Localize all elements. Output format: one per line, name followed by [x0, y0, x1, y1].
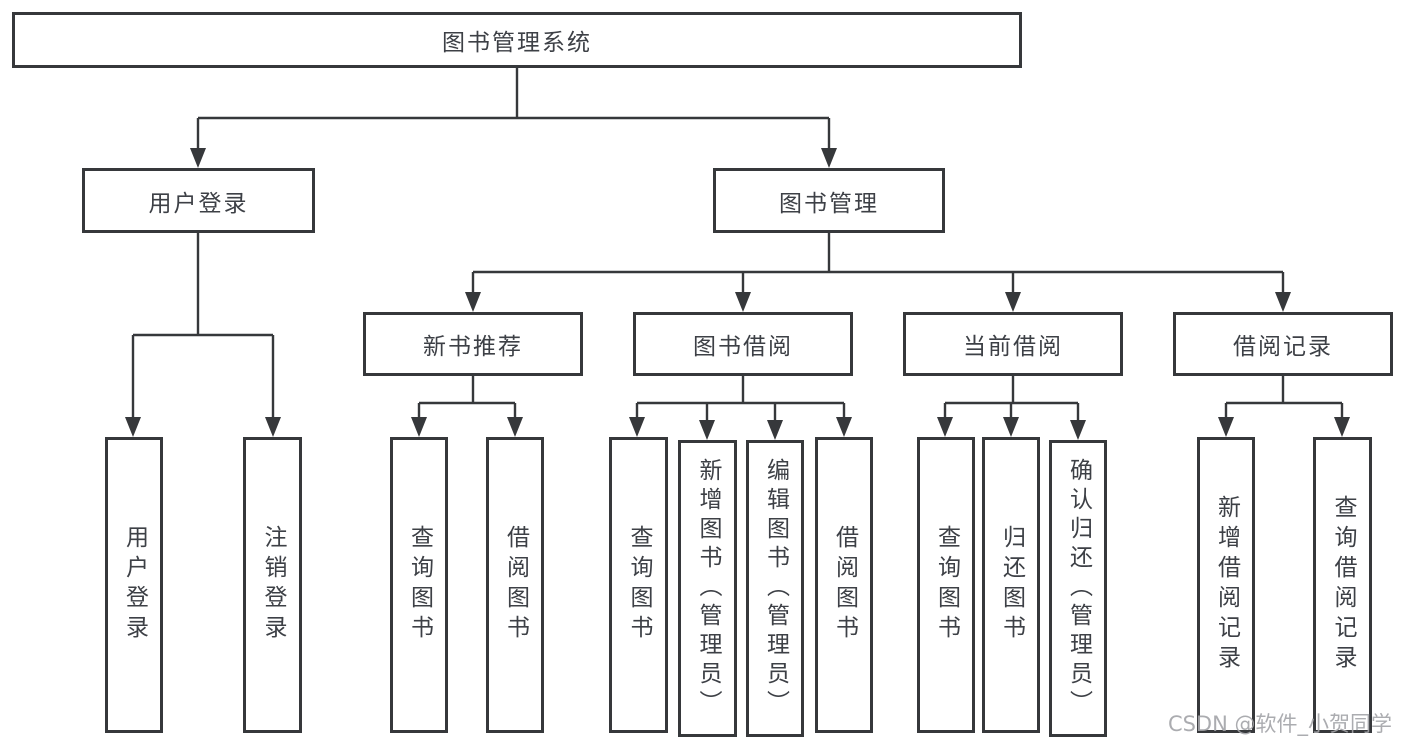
leaf-confirm-return-admin-label: 确认归还（管理员）: [1065, 458, 1092, 719]
arrow-icon: [836, 417, 852, 437]
arrow-icon: [629, 417, 645, 437]
arrow-icon: [937, 417, 953, 437]
leaf-user-login: 用户登录: [105, 437, 163, 733]
node-current-borrow-label: 当前借阅: [963, 334, 1063, 360]
connector-current-to-leaves: [943, 376, 1080, 423]
node-current-borrow: 当前借阅: [903, 312, 1123, 376]
arrow-icon: [1218, 417, 1234, 437]
leaf-confirm-return-admin: 确认归还（管理员）: [1049, 440, 1107, 737]
leaf-edit-book-admin: 编辑图书（管理员）: [746, 440, 804, 737]
arrow-icon: [125, 417, 141, 437]
node-book-borrow-label: 图书借阅: [693, 334, 793, 360]
node-book-management-label: 图书管理: [779, 190, 879, 217]
leaf-query-books-3: 查询图书: [917, 437, 975, 733]
arrow-icon: [821, 148, 837, 168]
arrow-icon: [735, 292, 751, 312]
leaf-query-books-1: 查询图书: [390, 437, 448, 733]
leaf-borrow-books-2-label: 借阅图书: [831, 525, 858, 645]
arrow-icon: [699, 420, 715, 440]
leaf-user-login-label: 用户登录: [121, 525, 148, 645]
node-borrow-records: 借阅记录: [1173, 312, 1393, 376]
arrow-icon: [411, 417, 427, 437]
leaf-borrow-books-1-label: 借阅图书: [502, 525, 529, 645]
connector-newbooks-to-leaves: [417, 376, 517, 421]
arrow-icon: [767, 420, 783, 440]
arrow-icon: [1334, 417, 1350, 437]
leaf-query-borrow-record: 查询借阅记录: [1313, 437, 1372, 733]
connector-records-to-leaves: [1224, 376, 1344, 421]
leaf-query-books-3-label: 查询图书: [933, 525, 960, 645]
leaf-query-books-2: 查询图书: [609, 437, 668, 733]
leaf-query-borrow-record-label: 查询借阅记录: [1330, 495, 1356, 675]
connector-userlogin-to-leaves: [131, 233, 275, 419]
connector-root-to-level2: [196, 68, 831, 150]
arrow-icon: [1003, 417, 1019, 437]
node-borrow-records-label: 借阅记录: [1233, 334, 1333, 360]
arrow-icon: [190, 148, 206, 168]
leaf-borrow-books-1: 借阅图书: [486, 437, 544, 733]
node-book-borrow: 图书借阅: [633, 312, 853, 376]
leaf-add-borrow-record-label: 新增借阅记录: [1213, 495, 1240, 675]
connector-borrow-to-leaves: [635, 376, 846, 423]
leaf-return-book-label: 归还图书: [998, 525, 1025, 645]
node-new-book-recommend-label: 新书推荐: [423, 334, 523, 360]
node-root-label: 图书管理系统: [442, 30, 592, 56]
leaf-add-book-admin-label: 新增图书（管理员）: [695, 458, 721, 719]
arrow-icon: [1275, 292, 1291, 312]
leaf-return-book: 归还图书: [982, 437, 1040, 733]
arrow-icon: [265, 417, 281, 437]
leaf-logout-label: 注销登录: [260, 525, 286, 645]
leaf-add-borrow-record: 新增借阅记录: [1197, 437, 1255, 733]
leaf-logout: 注销登录: [243, 437, 302, 733]
arrow-icon: [1070, 420, 1086, 440]
arrow-icon: [1005, 292, 1021, 312]
leaf-borrow-books-2: 借阅图书: [815, 437, 873, 733]
arrow-icon: [507, 417, 523, 437]
arrow-icon: [465, 292, 481, 312]
leaf-add-book-admin: 新增图书（管理员）: [678, 440, 737, 737]
node-new-book-recommend: 新书推荐: [363, 312, 583, 376]
node-user-login: 用户登录: [82, 168, 315, 233]
node-root: 图书管理系统: [12, 12, 1022, 68]
connector-bookmgmt-to-level3: [471, 233, 1285, 294]
leaf-query-books-2-label: 查询图书: [626, 525, 652, 645]
node-book-management: 图书管理: [713, 168, 945, 233]
leaf-edit-book-admin-label: 编辑图书（管理员）: [762, 458, 789, 719]
leaf-query-books-1-label: 查询图书: [406, 525, 433, 645]
node-user-login-label: 用户登录: [148, 190, 249, 217]
